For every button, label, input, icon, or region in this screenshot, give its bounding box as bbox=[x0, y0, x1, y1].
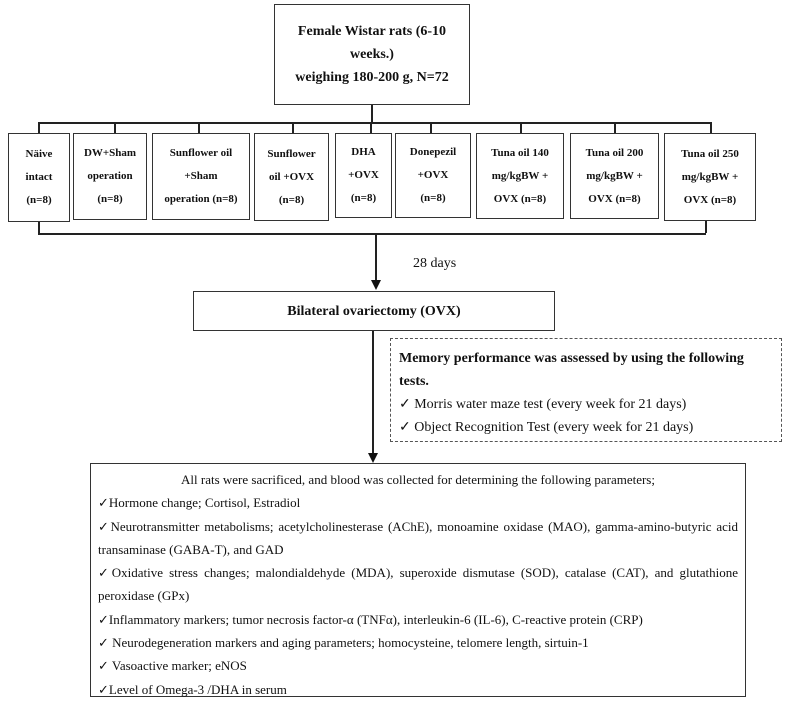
parameter-item: ✓ Neurodegeneration markers and aging pa… bbox=[98, 635, 589, 651]
group-label-line: OVX (n=8) bbox=[683, 193, 737, 206]
group-connector bbox=[370, 122, 372, 133]
memory-test-item: ✓ Object Recognition Test (every week fo… bbox=[399, 420, 694, 435]
group-label-line: Tuna oil 200 bbox=[585, 146, 644, 159]
group-label-line: operation (n=8) bbox=[164, 193, 238, 205]
group-label-line: (n=8) bbox=[278, 193, 305, 206]
group-box: DW+Sham operation (n=8) bbox=[73, 133, 147, 220]
group-connector bbox=[710, 122, 712, 133]
group-label-line: mg/kgBW + bbox=[586, 169, 643, 182]
parameter-item: ✓Oxidative stress changes; malondialdehy… bbox=[98, 565, 738, 604]
group-box: Sunflower oil +OVX (n=8) bbox=[254, 133, 329, 221]
subjects-box: Female Wistar rats (6-10 weeks.) weighin… bbox=[274, 4, 470, 105]
ovx-box: Bilateral ovariectomy (OVX) bbox=[193, 291, 555, 331]
group-label-line: Näive bbox=[25, 148, 53, 160]
parameter-item: ✓ Vasoactive marker; eNOS bbox=[98, 658, 247, 674]
parameters-box: All rats were sacrificed, and blood was … bbox=[90, 463, 746, 697]
group-label-line: +OVX bbox=[417, 169, 449, 181]
subjects-line-1: Female Wistar rats (6-10 weeks.) bbox=[297, 24, 447, 62]
group-split-line bbox=[38, 122, 712, 124]
memory-heading: Memory performance was assessed by using… bbox=[399, 351, 744, 389]
group-box: Donepezil +OVX (n=8) bbox=[395, 133, 471, 218]
arrow-shaft bbox=[372, 331, 374, 454]
group-connector bbox=[705, 221, 707, 233]
parameter-item: ✓Inflammatory markers; tumor necrosis fa… bbox=[98, 611, 643, 627]
parameter-item: ✓Level of Omega-3 /DHA in serum bbox=[98, 681, 287, 697]
group-label-line: Tuna oil 140 bbox=[491, 146, 549, 159]
group-connector bbox=[198, 122, 200, 133]
group-label-line: (n=8) bbox=[26, 194, 52, 206]
group-box: DHA +OVX (n=8) bbox=[335, 133, 392, 218]
group-label-line: intact bbox=[25, 171, 53, 183]
arrow-down-icon bbox=[371, 280, 381, 290]
parameters-intro: All rats were sacrificed, and blood was … bbox=[181, 472, 655, 487]
group-box: Näive intact (n=8) bbox=[8, 133, 70, 222]
group-connector bbox=[430, 122, 432, 133]
group-connector bbox=[614, 122, 616, 133]
arrow-down-icon bbox=[368, 453, 378, 463]
group-label-line: (n=8) bbox=[97, 193, 123, 205]
parameter-item: ✓Neurotransmitter metabolisms; acetylcho… bbox=[98, 518, 738, 557]
group-connector bbox=[520, 122, 522, 133]
group-label-line: DW+Sham bbox=[83, 147, 137, 159]
group-merge-line bbox=[38, 233, 706, 235]
group-label-line: mg/kgBW + bbox=[681, 170, 739, 183]
group-connector bbox=[38, 122, 40, 133]
group-label-line: (n=8) bbox=[350, 192, 377, 204]
group-connector bbox=[114, 122, 116, 133]
group-box: Tuna oil 140 mg/kgBW + OVX (n=8) bbox=[476, 133, 564, 219]
group-label-line: Donepezil bbox=[409, 146, 457, 158]
group-label-line: operation bbox=[87, 170, 133, 182]
subjects-line-2: weighing 180-200 g, N=72 bbox=[295, 70, 449, 85]
duration-label: 28 days bbox=[413, 256, 457, 271]
group-label-line: Sunflower oil bbox=[169, 147, 233, 159]
group-label-line: +Sham bbox=[184, 170, 218, 182]
connector-line bbox=[371, 105, 373, 123]
memory-tests-box: Memory performance was assessed by using… bbox=[390, 338, 782, 442]
memory-test-item: ✓ Morris water maze test (every week for… bbox=[399, 397, 687, 412]
group-connector bbox=[38, 222, 40, 233]
group-label-line: +OVX bbox=[348, 169, 379, 181]
group-label-line: oil +OVX bbox=[268, 170, 315, 183]
group-box: Sunflower oil +Sham operation (n=8) bbox=[152, 133, 250, 220]
group-box: Tuna oil 250 mg/kgBW + OVX (n=8) bbox=[664, 133, 756, 221]
group-label-line: mg/kgBW + bbox=[491, 169, 549, 182]
group-label-line: Sunflower bbox=[267, 147, 316, 160]
group-box: Tuna oil 200 mg/kgBW + OVX (n=8) bbox=[570, 133, 659, 219]
group-label-line: OVX (n=8) bbox=[588, 192, 641, 205]
group-label-line: (n=8) bbox=[420, 192, 446, 204]
parameter-item: ✓Hormone change; Cortisol, Estradiol bbox=[98, 495, 301, 511]
group-label-line: Tuna oil 250 bbox=[681, 147, 739, 160]
group-connector bbox=[292, 122, 294, 133]
arrow-shaft bbox=[375, 233, 377, 281]
group-label-line: OVX (n=8) bbox=[493, 192, 547, 205]
group-label-line: DHA bbox=[351, 146, 376, 158]
